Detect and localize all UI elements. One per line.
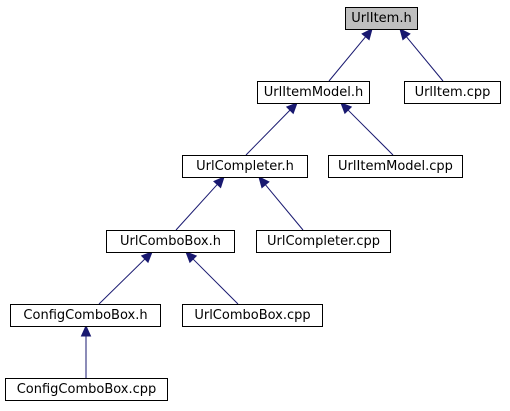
node-box[interactable] bbox=[256, 230, 391, 253]
node-urlcombobox-h[interactable]: UrlComboBox.h bbox=[106, 230, 235, 253]
node-label: ConfigComboBox.cpp bbox=[17, 382, 157, 397]
node-box[interactable] bbox=[106, 230, 235, 253]
edge-line bbox=[245, 109, 291, 156]
node-box[interactable] bbox=[5, 378, 168, 401]
edges-layer bbox=[80, 28, 444, 378]
edge-urlcombobox_h-to-urlcompleter_h bbox=[175, 176, 225, 231]
node-box[interactable] bbox=[328, 155, 463, 178]
arrowhead-icon bbox=[140, 251, 153, 264]
node-label: UrlItem.cpp bbox=[415, 85, 491, 100]
node-label: UrlCompleter.h bbox=[196, 159, 294, 174]
edge-urlcombobox_cpp-to-urlcombobox_h bbox=[185, 251, 239, 305]
arrowhead-icon bbox=[185, 251, 198, 264]
node-urlitemmodel-h[interactable]: UrlItemModel.h bbox=[257, 81, 370, 104]
arrowhead-icon bbox=[285, 102, 298, 115]
edge-line bbox=[405, 36, 444, 82]
node-box[interactable] bbox=[182, 155, 308, 178]
node-configcombobox-cpp[interactable]: ConfigComboBox.cpp bbox=[5, 378, 168, 401]
edge-urlitemmodel_h-to-urlitem_h bbox=[328, 28, 373, 82]
edge-urlitemmodel_cpp-to-urlitemmodel_h bbox=[340, 102, 394, 156]
edge-urlcompleter_h-to-urlitemmodel_h bbox=[245, 102, 298, 156]
edge-configcombobox_cpp-to-configcombobox_h bbox=[80, 324, 92, 378]
node-urlitemmodel-cpp[interactable]: UrlItemModel.cpp bbox=[328, 155, 463, 178]
node-urlcombobox-cpp[interactable]: UrlComboBox.cpp bbox=[182, 304, 323, 327]
edge-urlitem_cpp-to-urlitem_h bbox=[399, 28, 444, 82]
arrowhead-icon bbox=[80, 324, 92, 337]
arrowhead-icon bbox=[361, 28, 373, 41]
arrowhead-icon bbox=[258, 176, 270, 189]
node-box[interactable] bbox=[404, 81, 501, 104]
node-box[interactable] bbox=[10, 304, 161, 327]
edge-urlcompleter_cpp-to-urlcompleter_h bbox=[258, 176, 304, 231]
node-box[interactable] bbox=[182, 304, 323, 327]
arrowhead-icon bbox=[399, 28, 411, 41]
node-configcombobox-h[interactable]: ConfigComboBox.h bbox=[10, 304, 161, 327]
node-urlitem-h[interactable]: UrlItem.h bbox=[345, 7, 418, 30]
node-box[interactable] bbox=[257, 81, 370, 104]
node-label: UrlItemModel.h bbox=[264, 85, 363, 100]
edge-line bbox=[265, 184, 304, 231]
node-label: UrlItem.h bbox=[351, 11, 411, 26]
edge-configcombobox_h-to-urlcombobox_h bbox=[98, 251, 153, 305]
node-urlitem-cpp[interactable]: UrlItem.cpp bbox=[404, 81, 501, 104]
arrowhead-icon bbox=[340, 102, 353, 115]
edge-line bbox=[98, 258, 146, 305]
arrowhead-icon bbox=[213, 176, 225, 189]
edge-line bbox=[347, 109, 394, 156]
node-label: ConfigComboBox.h bbox=[23, 308, 147, 323]
edge-line bbox=[192, 258, 239, 305]
node-label: UrlComboBox.h bbox=[120, 234, 221, 249]
node-label: UrlComboBox.cpp bbox=[194, 308, 310, 323]
node-label: UrlCompleter.cpp bbox=[267, 234, 380, 249]
node-urlcompleter-cpp[interactable]: UrlCompleter.cpp bbox=[256, 230, 391, 253]
node-box[interactable] bbox=[345, 7, 418, 30]
edge-line bbox=[328, 36, 367, 82]
edge-line bbox=[175, 184, 218, 231]
node-urlcompleter-h[interactable]: UrlCompleter.h bbox=[182, 155, 308, 178]
node-label: UrlItemModel.cpp bbox=[338, 159, 453, 174]
